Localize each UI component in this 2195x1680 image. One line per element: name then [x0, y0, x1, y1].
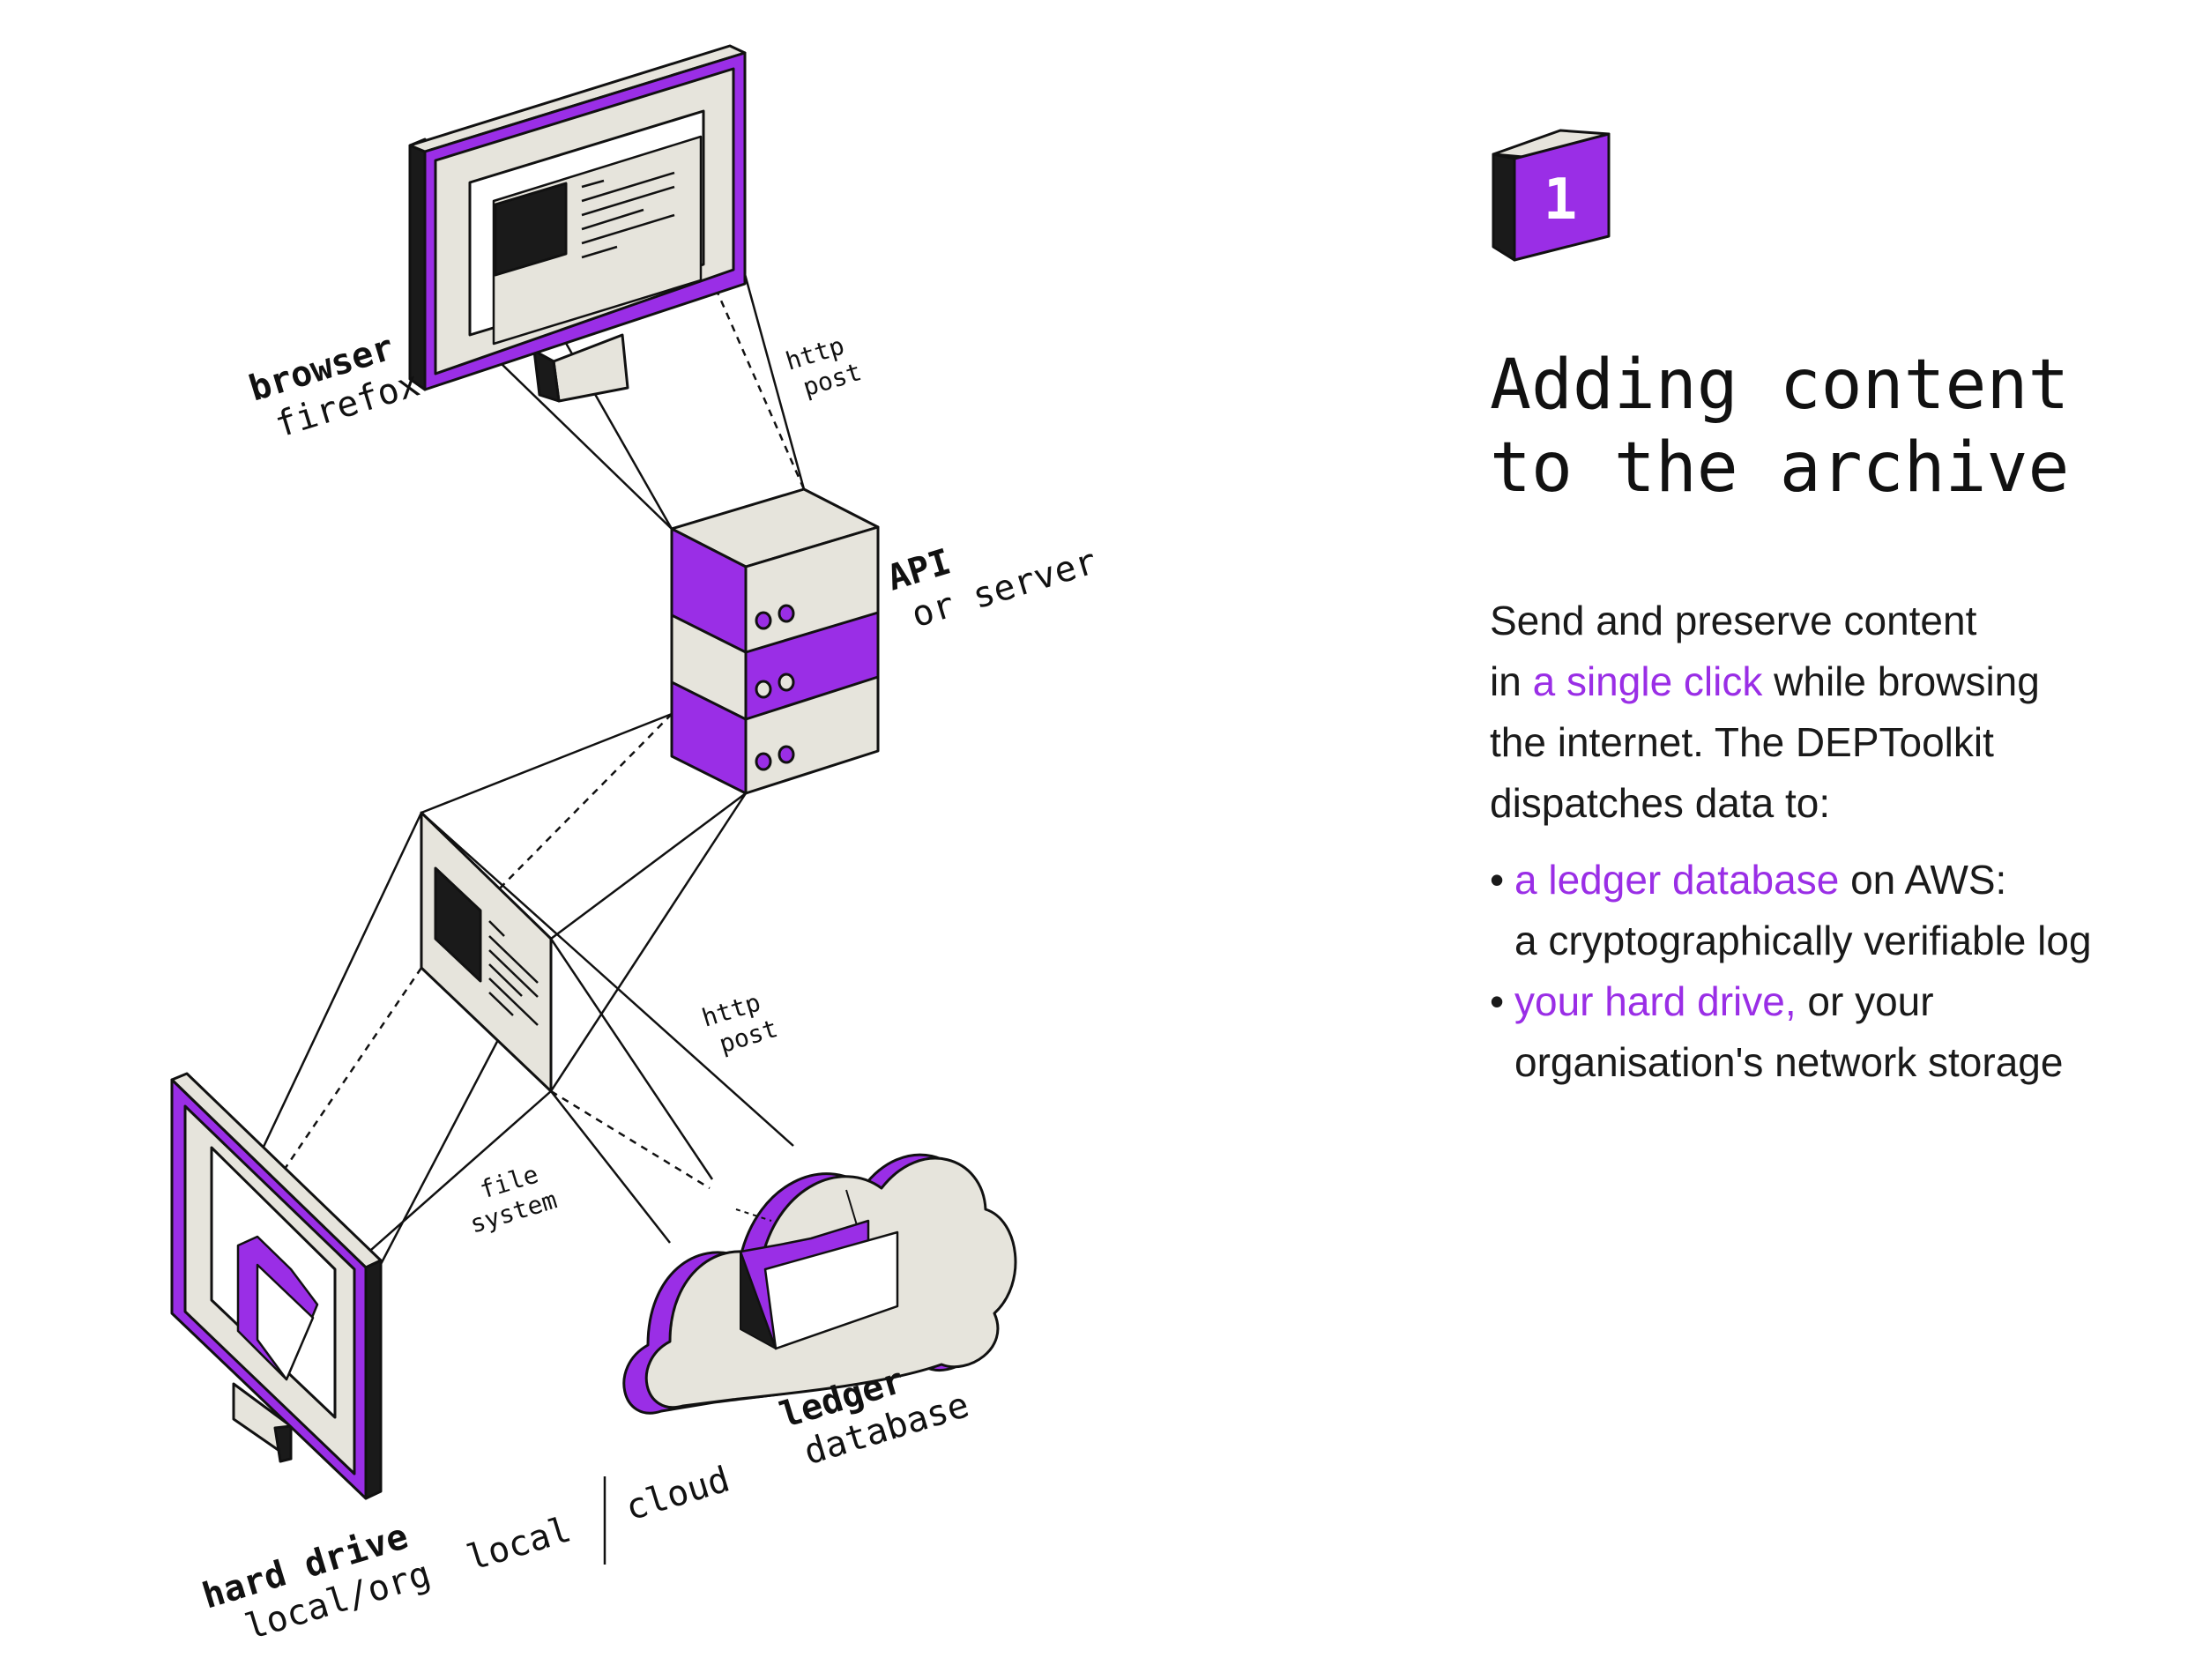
- page-title: Adding content to the archive: [1490, 346, 2070, 508]
- http-post-top-label: http post: [782, 331, 865, 402]
- server-stack-icon: [670, 487, 880, 795]
- description-line: in a single click while browsing: [1490, 658, 2040, 704]
- document-icon: [420, 811, 553, 1093]
- hard-drive-highlight: your hard drive,: [1514, 978, 1797, 1024]
- step-badge: 1: [1492, 129, 1611, 262]
- list-item: a ledger database on AWS: a cryptographi…: [1490, 850, 2160, 971]
- description-line: Send and preserve content: [1490, 598, 1977, 643]
- api-label-group: API or server: [882, 541, 1101, 636]
- svg-text:local: local: [462, 1509, 576, 1579]
- dispatch-list: a ledger database on AWS: a cryptographi…: [1490, 850, 2160, 1093]
- ledger-database-highlight: a ledger database: [1514, 857, 1840, 903]
- http-post-bottom-label: http post: [698, 987, 781, 1059]
- description-line: the internet. The DEPToolkit: [1490, 719, 1994, 765]
- cloud-label: cloud: [621, 1459, 734, 1528]
- single-click-highlight: a single click: [1532, 658, 1763, 704]
- browser-monitor-icon: [408, 44, 747, 403]
- list-item: your hard drive, or your organisation's …: [1490, 971, 2160, 1093]
- browser-label-group: browser firefox: [244, 327, 424, 446]
- description-line: dispatches data to:: [1490, 780, 1831, 826]
- local-label: local: [462, 1509, 576, 1579]
- description: Send and preserve content in a single cl…: [1490, 591, 2160, 1093]
- cloud-icon: [622, 1153, 1017, 1415]
- svg-text:cloud: cloud: [621, 1459, 734, 1528]
- hard-drive-monitor-icon: [170, 1072, 383, 1500]
- file-system-label: file system: [466, 1159, 560, 1238]
- hard-drive-label-group: hard drive local/org: [197, 1516, 435, 1648]
- step-number: 1: [1544, 167, 1578, 233]
- architecture-diagram: browser firefox http post API or server: [170, 44, 1102, 1648]
